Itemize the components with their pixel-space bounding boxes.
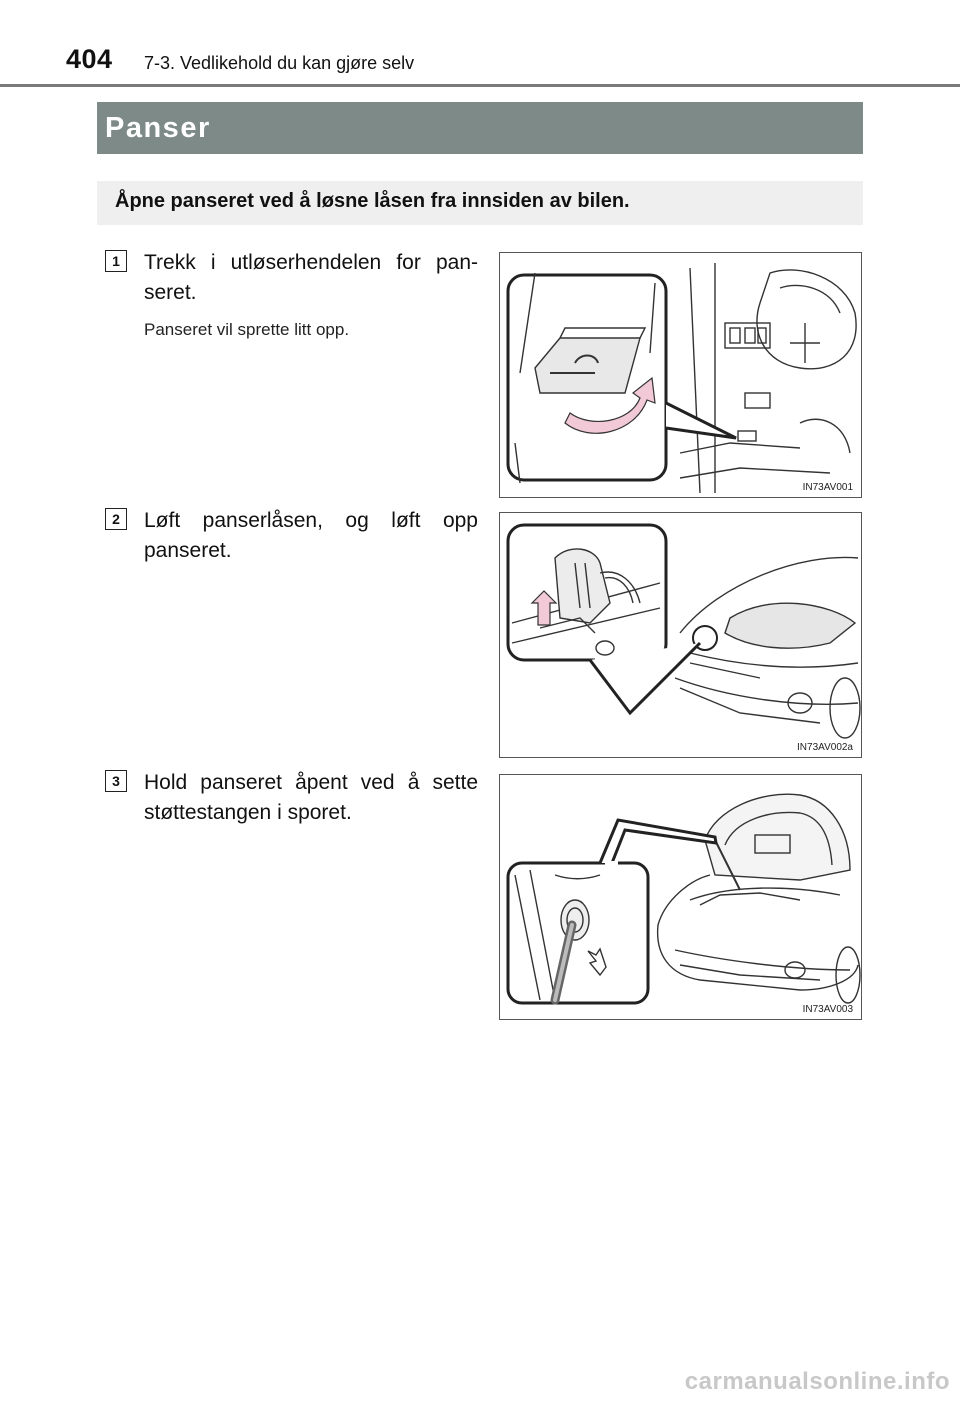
intro-text: Åpne panseret ved å løsne låsen fra inns… [115,190,630,212]
intro-box: Åpne panseret ved å løsne låsen fra inns… [97,181,863,225]
figure-hood-support-rod: IN73AV003 [499,774,862,1020]
figure-hood-latch: IN73AV002a [499,512,862,758]
hood-release-illustration [506,263,857,494]
figure-code: IN73AV001 [800,482,855,493]
hood-latch-illustration [506,523,861,739]
figure-code: IN73AV003 [800,1004,855,1015]
step-1-text: Trekk i utløserhendelen for pan-seret. [144,251,478,304]
figure-hood-release-lever: IN73AV001 [499,252,862,498]
chapter-title: 7-3. Vedlikehold du kan gjøre selv [144,53,415,73]
header-divider [0,84,960,87]
hood-support-rod-illustration [506,793,861,1005]
step-2-text: Løft panserlåsen, og løft opp panseret. [144,509,478,562]
section-banner: Panser [97,102,863,154]
step-2-badge: 2 [105,508,127,530]
watermark: carmanualsonline.info [684,1368,950,1395]
step-1-note: Panseret vil sprette litt opp. [144,320,350,339]
section-title: Panser [105,112,211,144]
figure-code: IN73AV002a [795,742,855,753]
page-header: 404 7-3. Vedlikehold du kan gjøre selv [0,0,960,90]
step-3-badge: 3 [105,770,127,792]
step-1-badge: 1 [105,250,127,272]
page-number: 404 [66,44,113,74]
step-3-text: Hold panseret åpent ved å sette støttest… [144,771,478,824]
